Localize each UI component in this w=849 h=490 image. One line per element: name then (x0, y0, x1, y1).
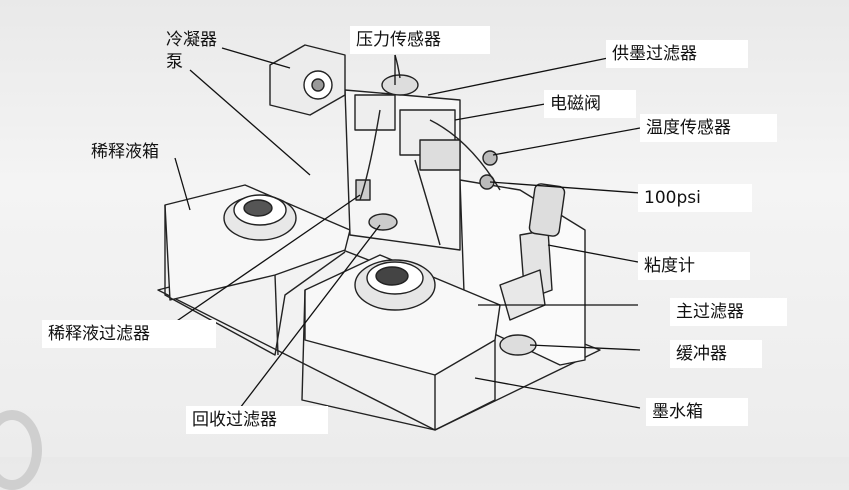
label-condenser: 冷凝器 泵 (160, 26, 223, 76)
label-pump-line2: 泵 (166, 52, 183, 72)
temp-sensor-fitting (482, 150, 498, 166)
label-100psi: 100psi (638, 184, 752, 212)
label-buffer: 缓冲器 (670, 340, 762, 368)
valve-block-1 (354, 94, 396, 131)
label-viscometer: 粘度计 (638, 252, 750, 280)
machine-illustration (154, 44, 641, 431)
diluent-tank-box (164, 184, 351, 301)
label-diluent-filter: 稀释液过滤器 (42, 320, 216, 348)
recovery-filter-part (368, 213, 398, 231)
label-recovery-filter: 回收过滤器 (186, 406, 328, 434)
diagram-stage: 冷凝器 泵 压力传感器 供墨过滤器 电磁阀 温度传感器 稀释液箱 100psi … (0, 26, 787, 490)
label-diluent-tank: 稀释液箱 (91, 142, 159, 162)
label-temperature-sensor: 温度传感器 (640, 114, 777, 142)
label-ink-tank: 墨水箱 (646, 398, 748, 426)
label-condenser-line1: 冷凝器 (166, 30, 217, 50)
label-pressure-sensor: 压力传感器 (350, 26, 490, 54)
label-solenoid-valve: 电磁阀 (544, 90, 636, 118)
label-supply-ink-filter: 供墨过滤器 (606, 40, 748, 68)
label-main-filter: 主过滤器 (670, 298, 787, 326)
